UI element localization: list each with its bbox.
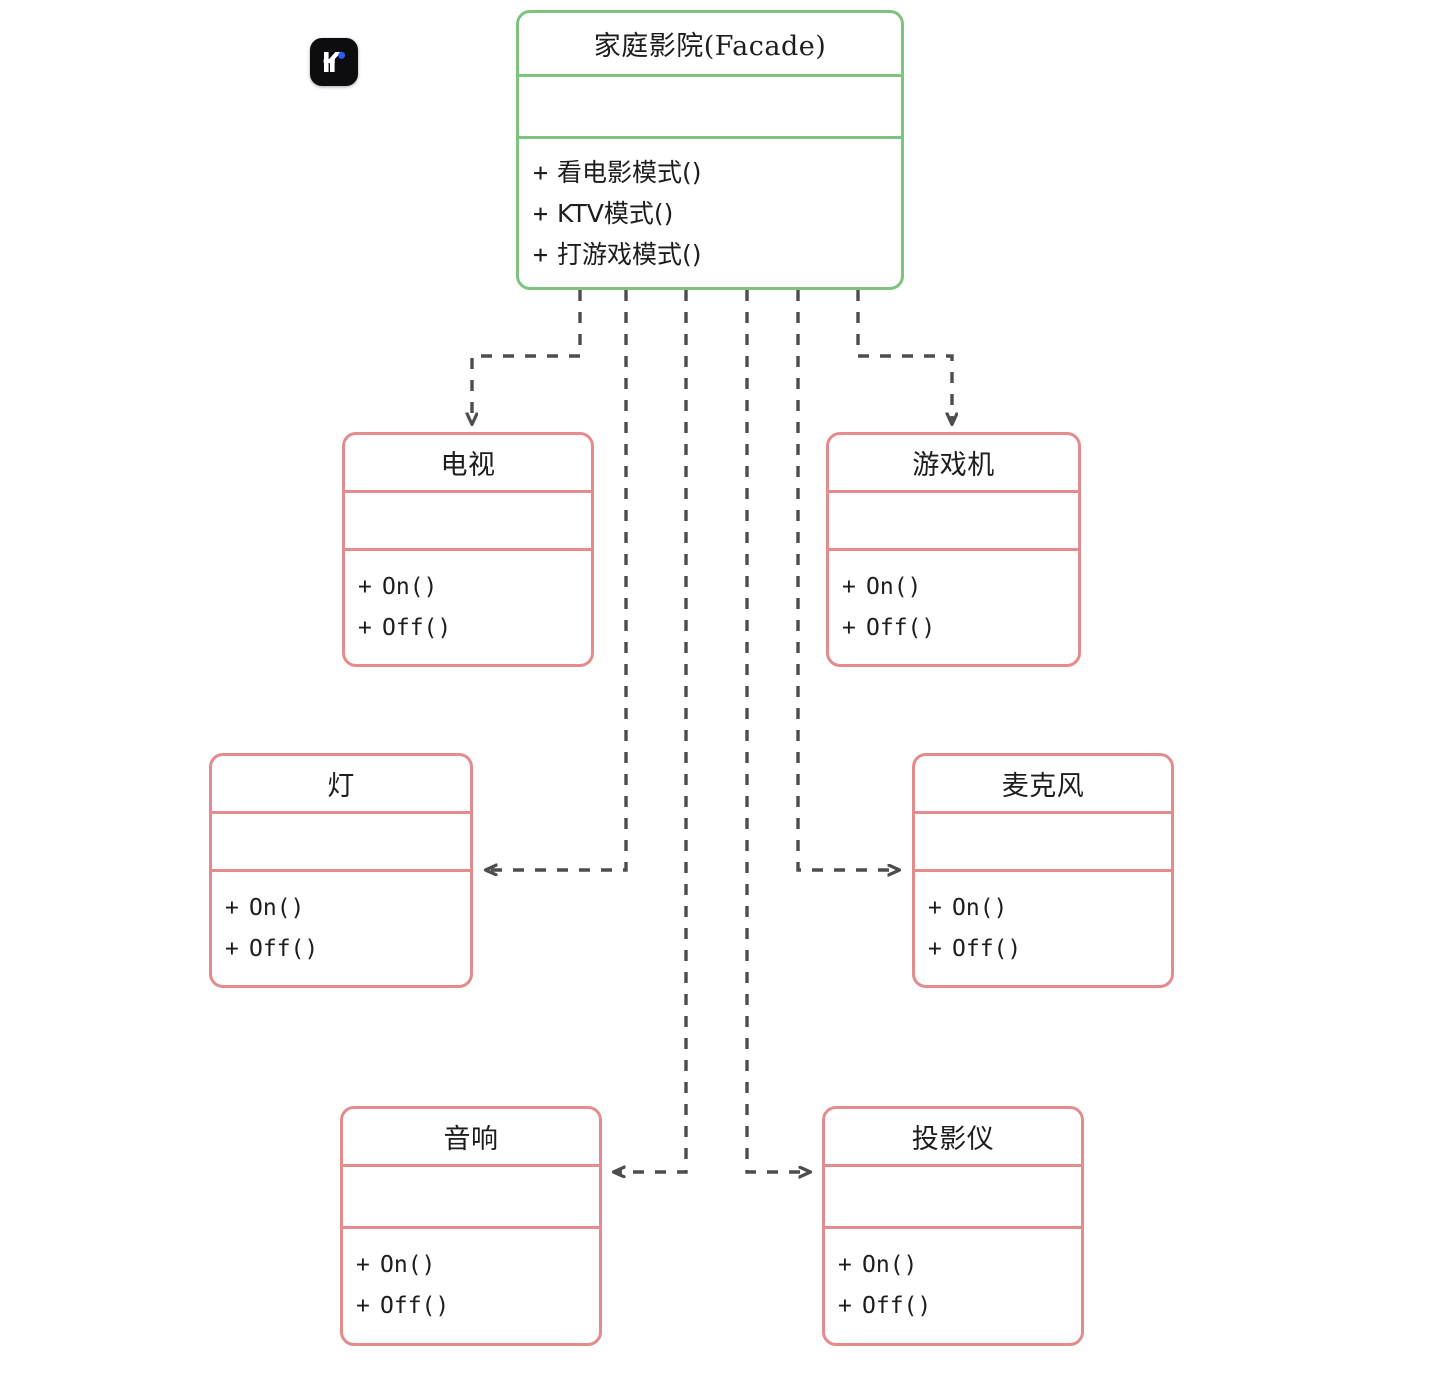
visibility-marker: +	[838, 1252, 852, 1278]
method-row: + 打游戏模式()	[519, 234, 901, 275]
class-box-console[interactable]: 游戏机 + On() + Off()	[826, 432, 1081, 667]
class-box-microphone[interactable]: 麦克风 + On() + Off()	[912, 753, 1174, 988]
method-row: + Off()	[343, 1286, 599, 1327]
method-signature: Off()	[249, 935, 319, 962]
method-row: + On()	[343, 1245, 599, 1286]
class-name-facade: 家庭影院(Facade)	[593, 31, 827, 62]
visibility-marker: +	[928, 935, 942, 962]
class-attributes-section	[519, 77, 901, 139]
method-signature: Off()	[952, 935, 1022, 962]
class-attributes-section	[829, 493, 1078, 551]
class-box-projector[interactable]: 投影仪 + On() + Off()	[822, 1106, 1084, 1346]
method-signature: 打游戏模式()	[557, 239, 702, 269]
class-name-speaker: 音响	[443, 1124, 499, 1155]
class-name-projector: 投影仪	[911, 1124, 995, 1155]
method-signature: On()	[382, 573, 438, 600]
class-attributes-section	[825, 1167, 1081, 1229]
class-methods-section: + 看电影模式() + KTV模式() + 打游戏模式()	[519, 139, 901, 287]
visibility-marker: +	[842, 573, 856, 600]
method-signature: Off()	[382, 614, 452, 641]
edge-facade-to-tv	[472, 290, 582, 424]
edge-facade-to-projector	[745, 290, 810, 1172]
visibility-marker: +	[358, 573, 372, 600]
method-row: + Off()	[829, 608, 1078, 649]
method-row: + On()	[345, 567, 591, 608]
class-attributes-section	[915, 814, 1171, 872]
class-title-section: 电视	[345, 435, 591, 493]
method-signature: Off()	[866, 614, 936, 641]
class-name-microphone: 麦克风	[1001, 771, 1085, 802]
class-title-section: 音响	[343, 1109, 599, 1167]
visibility-marker: +	[533, 198, 549, 228]
class-name-lamp: 灯	[327, 771, 355, 802]
method-row: + Off()	[825, 1286, 1081, 1327]
method-row: + Off()	[915, 929, 1171, 970]
visibility-marker: +	[358, 614, 372, 641]
method-signature: Off()	[380, 1293, 450, 1319]
method-signature: KTV模式()	[557, 198, 674, 228]
visibility-marker: +	[356, 1293, 370, 1319]
class-title-section: 灯	[212, 756, 470, 814]
class-attributes-section	[345, 493, 591, 551]
method-row: + On()	[915, 888, 1171, 929]
method-signature: On()	[952, 894, 1008, 921]
class-methods-section: + On() + Off()	[343, 1229, 599, 1343]
visibility-marker: +	[225, 894, 239, 921]
method-signature: 看电影模式()	[557, 157, 702, 187]
method-signature: On()	[866, 573, 922, 600]
method-row: + On()	[212, 888, 470, 929]
class-box-lamp[interactable]: 灯 + On() + Off()	[209, 753, 473, 988]
class-methods-section: + On() + Off()	[825, 1229, 1081, 1343]
method-row: + KTV模式()	[519, 193, 901, 234]
class-methods-section: + On() + Off()	[915, 872, 1171, 985]
class-title-section: 家庭影院(Facade)	[519, 13, 901, 77]
method-row: + 看电影模式()	[519, 152, 901, 193]
method-row: + Off()	[345, 608, 591, 649]
class-methods-section: + On() + Off()	[345, 551, 591, 664]
method-signature: On()	[862, 1252, 918, 1278]
visibility-marker: +	[533, 157, 549, 187]
k-logo-icon	[323, 51, 346, 72]
visibility-marker: +	[838, 1293, 852, 1319]
class-name-tv: 电视	[440, 450, 496, 481]
class-box-facade[interactable]: 家庭影院(Facade) + 看电影模式() + KTV模式() + 打游戏模式()	[516, 10, 904, 290]
method-signature: On()	[380, 1252, 436, 1278]
class-box-speaker[interactable]: 音响 + On() + Off()	[340, 1106, 602, 1346]
visibility-marker: +	[533, 239, 549, 269]
class-attributes-section	[343, 1167, 599, 1229]
class-attributes-section	[212, 814, 470, 872]
method-row: + On()	[825, 1245, 1081, 1286]
method-row: + Off()	[212, 929, 470, 970]
class-title-section: 投影仪	[825, 1109, 1081, 1167]
visibility-marker: +	[928, 894, 942, 921]
class-name-console: 游戏机	[912, 450, 995, 481]
method-signature: Off()	[862, 1293, 932, 1319]
method-row: + On()	[829, 567, 1078, 608]
class-box-tv[interactable]: 电视 + On() + Off()	[342, 432, 594, 667]
k-logo	[310, 38, 358, 86]
class-title-section: 游戏机	[829, 435, 1078, 493]
visibility-marker: +	[225, 935, 239, 962]
class-title-section: 麦克风	[915, 756, 1171, 814]
class-methods-section: + On() + Off()	[212, 872, 470, 985]
edge-facade-to-console	[856, 290, 952, 424]
class-methods-section: + On() + Off()	[829, 551, 1078, 664]
method-signature: On()	[249, 894, 305, 921]
visibility-marker: +	[842, 614, 856, 641]
visibility-marker: +	[356, 1252, 370, 1278]
edge-facade-to-speaker	[614, 290, 688, 1172]
